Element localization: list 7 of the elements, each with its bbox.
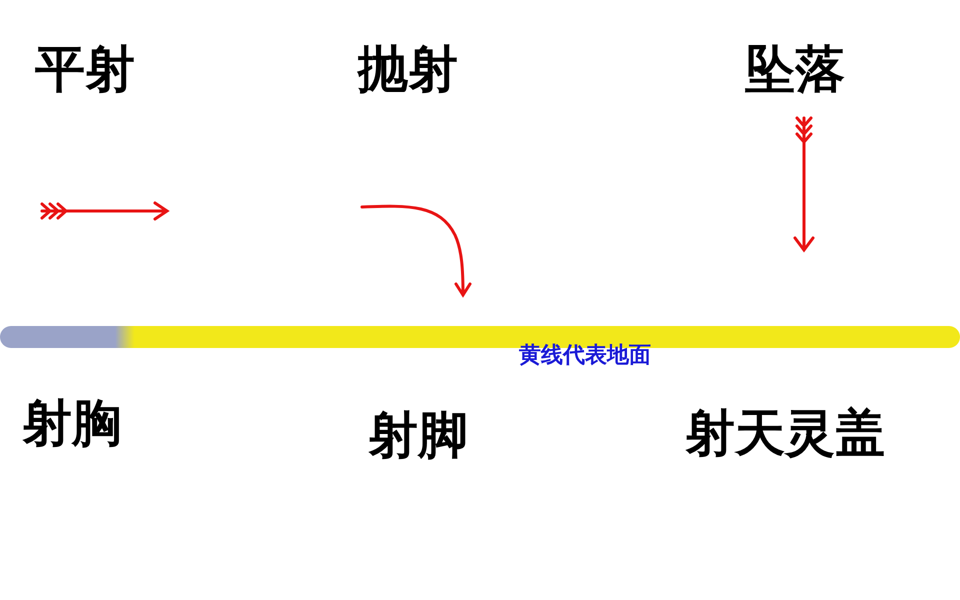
label: 平射 bbox=[35, 42, 135, 97]
label: 射胸 bbox=[22, 396, 122, 451]
label: 射天灵盖 bbox=[685, 406, 885, 461]
note-text: 黄线代表地面 bbox=[519, 344, 651, 368]
label: 射脚 bbox=[368, 408, 468, 463]
label: 坠落 bbox=[745, 42, 845, 97]
label: 抛射 bbox=[358, 42, 458, 97]
